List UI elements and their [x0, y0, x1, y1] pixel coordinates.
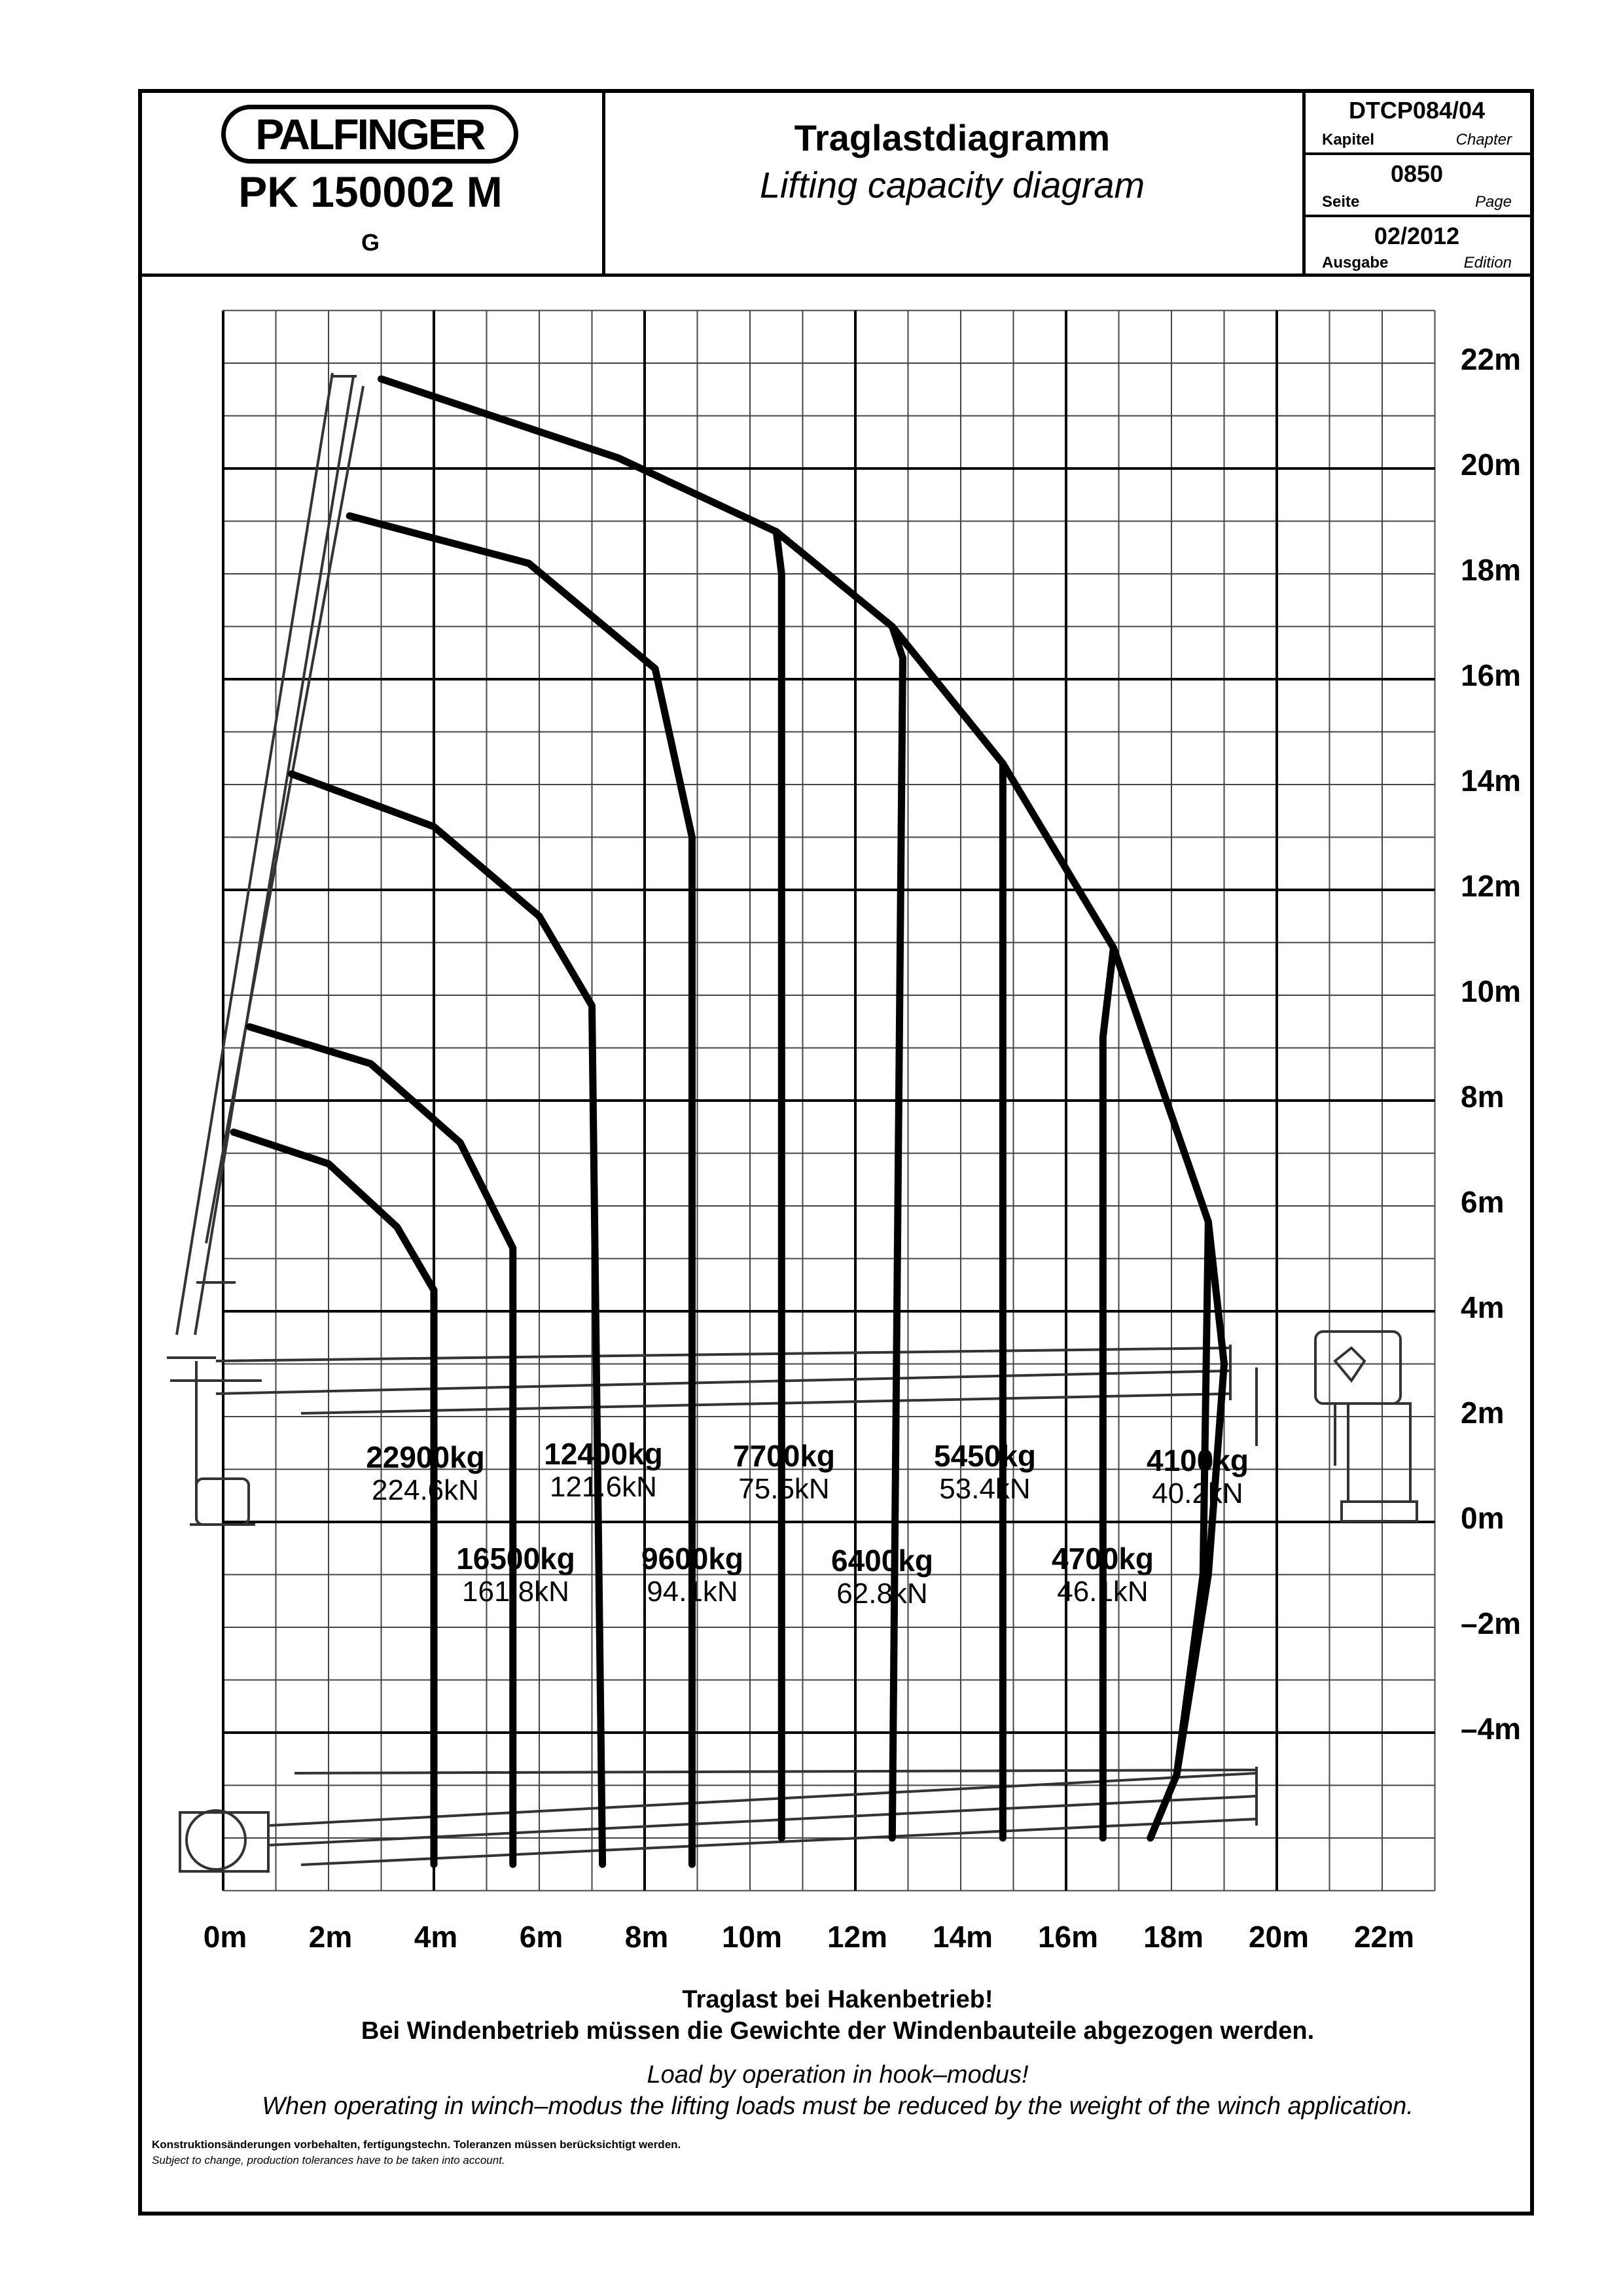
- load-label-kn: 161.8kN: [462, 1576, 569, 1608]
- y-tick-label: 10m: [1461, 974, 1522, 1008]
- x-tick-label: 12m: [827, 1920, 888, 1954]
- y-tick-label: 6m: [1461, 1185, 1505, 1219]
- x-tick-label: 18m: [1143, 1920, 1204, 1954]
- load-label-kg: 16500kg: [456, 1542, 575, 1576]
- page-label-en: Page: [1474, 193, 1512, 211]
- y-tick-label: 0m: [1461, 1501, 1505, 1535]
- y-tick-label: 4m: [1461, 1290, 1505, 1324]
- capacity-curve: [1099, 944, 1117, 1842]
- x-tick-label: 22m: [1353, 1920, 1415, 1954]
- header-meta-divider-1: [1302, 152, 1534, 155]
- page-frame: [138, 89, 1534, 2216]
- y-tick-label: 8m: [1461, 1080, 1505, 1114]
- load-label-kn: 40.2kN: [1152, 1477, 1243, 1510]
- x-tick-label: 8m: [624, 1920, 669, 1954]
- load-label-kg: 4700kg: [1051, 1542, 1154, 1576]
- crane-front-view: [1314, 1330, 1418, 1523]
- chapter-label-de: Kapitel: [1322, 131, 1375, 149]
- header-col-divider-1: [602, 89, 605, 277]
- load-label-kn: 62.8kN: [836, 1578, 928, 1610]
- load-label-kg: 22900kg: [366, 1440, 485, 1474]
- edition-value: 02/2012: [1374, 222, 1460, 249]
- x-tick-label: 6m: [519, 1920, 563, 1954]
- capacity-curve: [230, 1128, 438, 1868]
- capacity-curve: [288, 770, 607, 1868]
- load-label-kg: 9600kg: [641, 1542, 743, 1576]
- y-tick-label: 22m: [1461, 342, 1522, 376]
- x-tick-label: 16m: [1037, 1920, 1099, 1954]
- y-tick-label: 16m: [1461, 658, 1522, 692]
- chapter-label-en: Chapter: [1455, 131, 1512, 149]
- grid-major: [222, 310, 1435, 1891]
- x-tick-label: 20m: [1248, 1920, 1310, 1954]
- brand-name: PALFINGER: [255, 110, 486, 158]
- chapter-value: DTCP084/04: [1348, 97, 1486, 124]
- y-tick-label: –2m: [1461, 1606, 1522, 1640]
- y-tick-label: 18m: [1461, 553, 1522, 587]
- raised-boom-drawing: [167, 372, 365, 1359]
- model-name: PK 150002 M: [238, 168, 503, 216]
- capacity-curve: [245, 1023, 517, 1868]
- load-label-kn: 224.6kN: [372, 1474, 479, 1506]
- edition-label-de: Ausgabe: [1322, 254, 1389, 272]
- load-label-kg: 4100kg: [1146, 1443, 1249, 1477]
- load-label-kg: 7700kg: [732, 1439, 835, 1473]
- y-tick-label: –4m: [1461, 1712, 1522, 1746]
- model-variant: G: [361, 229, 380, 256]
- note-english-line-2: When operating in winch–modus the liftin…: [262, 2093, 1414, 2120]
- load-label-kn: 53.4kN: [939, 1473, 1031, 1505]
- capacity-curve: [888, 623, 906, 1842]
- fine-print-english: Subject to change, production tolerances…: [152, 2154, 505, 2166]
- header-meta-divider-2: [1302, 215, 1534, 217]
- capacity-curve: [1147, 1218, 1212, 1842]
- header-col-divider-2: [1302, 89, 1306, 277]
- x-tick-label: 0m: [203, 1920, 247, 1954]
- y-tick-label: 12m: [1461, 869, 1522, 903]
- x-tick-label: 2m: [308, 1920, 353, 1954]
- palfinger-logo: PALFINGER: [221, 105, 518, 164]
- x-tick-label: 10m: [721, 1920, 783, 1954]
- load-label-kn: 75.5kN: [738, 1473, 830, 1505]
- x-tick-label: 4m: [414, 1920, 458, 1954]
- load-label-kg: 12400kg: [544, 1437, 663, 1471]
- y-tick-label: 14m: [1461, 764, 1522, 798]
- note-german-line-2: Bei Windenbetrieb müssen die Gewichte de…: [361, 2017, 1315, 2045]
- note-german-line-1: Traglast bei Hakenbetrieb!: [682, 1986, 993, 2013]
- header-divider: [138, 274, 1534, 277]
- capacity-curve: [346, 512, 696, 1868]
- title-german: Traglastdiagramm: [794, 117, 1111, 158]
- load-label-kg: 5450kg: [933, 1439, 1036, 1473]
- page-label-de: Seite: [1322, 193, 1360, 211]
- capacity-curve: [772, 528, 785, 1842]
- y-tick-label: 20m: [1461, 448, 1522, 482]
- load-label-kn: 94.1kN: [647, 1576, 738, 1608]
- fine-print-german: Konstruktionsänderungen vorbehalten, fer…: [152, 2138, 681, 2151]
- x-tick-label: 14m: [932, 1920, 993, 1954]
- y-tick-label: 2m: [1461, 1396, 1505, 1430]
- stowed-crane-drawing: [179, 1767, 1258, 1873]
- page-value: 0850: [1390, 160, 1444, 187]
- title-english: Lifting capacity diagram: [759, 164, 1145, 205]
- crane-drawing: [167, 372, 1418, 1873]
- capacity-curves: [230, 375, 1228, 1868]
- load-label-kn: 46.1kN: [1057, 1576, 1149, 1608]
- load-label-kn: 121.6kN: [550, 1471, 657, 1503]
- edition-label-en: Edition: [1463, 254, 1512, 272]
- note-english-line-1: Load by operation in hook–modus!: [647, 2061, 1029, 2089]
- horizontal-boom-drawing: [170, 1345, 1258, 1526]
- load-label-kg: 6400kg: [830, 1544, 933, 1578]
